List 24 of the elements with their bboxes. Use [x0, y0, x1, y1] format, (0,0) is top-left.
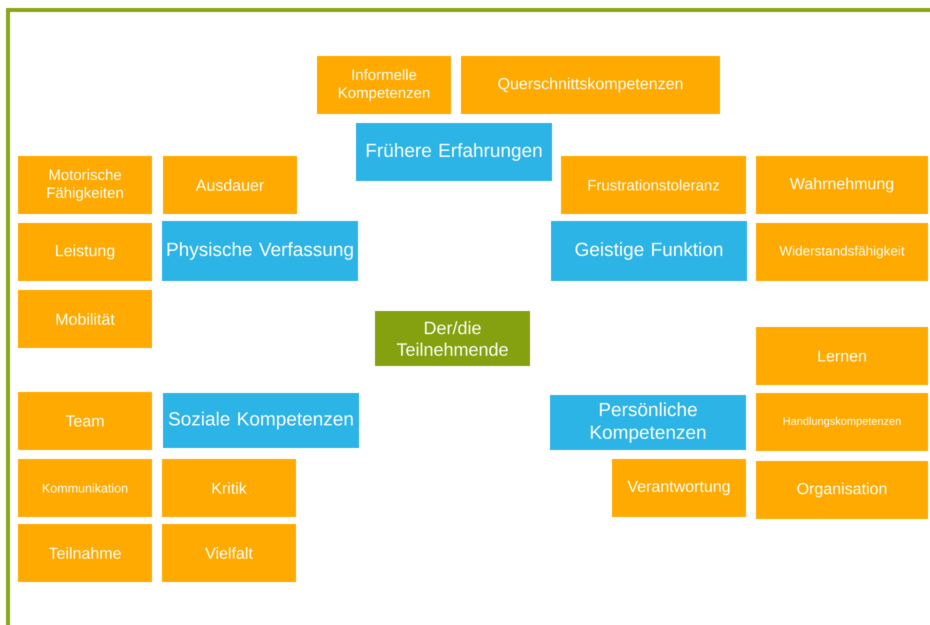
topic-box: Verantwortung — [612, 459, 746, 517]
topic-box: Widerstandsfähigkeit — [756, 223, 928, 281]
topic-box: Handlungskompetenzen — [756, 393, 928, 451]
topic-box: Frustrationstoleranz — [561, 156, 746, 214]
category-box: Geistige Funktion — [551, 221, 747, 281]
topic-box: Wahrnehmung — [756, 156, 928, 214]
topic-box: Team — [18, 392, 152, 450]
category-box: Soziale Kompetenzen — [163, 393, 359, 448]
center-box: Der/die Teilnehmende — [375, 311, 530, 366]
topic-box: Kommunikation — [18, 459, 152, 517]
category-box: Physische Verfassung — [162, 221, 358, 281]
topic-box: Leistung — [18, 223, 152, 281]
topic-box: Vielfalt — [162, 524, 296, 582]
topic-box: Querschnittskompetenzen — [461, 56, 720, 114]
topic-box: Teilnahme — [18, 524, 152, 582]
category-box: Persönliche Kompetenzen — [550, 395, 746, 450]
category-box: Frühere Erfahrungen — [356, 123, 552, 181]
topic-box: Kritik — [162, 459, 296, 517]
topic-box: Mobilität — [18, 290, 152, 348]
topic-box: Organisation — [756, 461, 928, 519]
topic-box: Informelle Kompetenzen — [317, 56, 451, 114]
topic-box: Lernen — [756, 327, 928, 385]
topic-box: Ausdauer — [163, 156, 297, 214]
topic-box: Motorische Fähigkeiten — [18, 156, 152, 214]
